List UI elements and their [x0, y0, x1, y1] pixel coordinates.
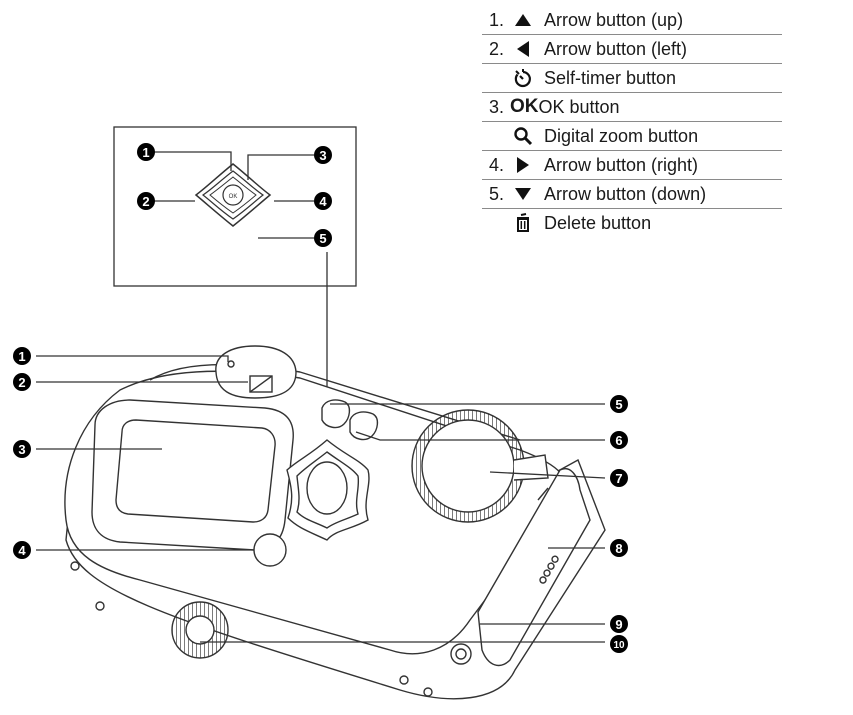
inset-ok-label: OK: [229, 194, 238, 200]
inset-callout-2: 2: [137, 192, 155, 210]
callout-number: 2: [18, 375, 25, 390]
legend-label: Arrow button (up): [544, 9, 684, 30]
legend-row-delete: Delete button: [482, 209, 782, 237]
legend-number: 3.: [488, 96, 504, 117]
legend-row-left: 2. Arrow button (left): [482, 35, 782, 64]
callout-number: 9: [615, 617, 622, 632]
down-triangle-icon: [510, 187, 536, 201]
camera-callout-3: 3: [13, 440, 31, 458]
legend-label: Arrow button (right): [544, 154, 699, 175]
camera-leader-lines: [36, 355, 606, 643]
legend-row-up: 1. Arrow button (up): [482, 6, 782, 35]
self-timer-icon: [510, 68, 536, 88]
callout-number: 8: [615, 541, 622, 556]
callout-number: 1: [18, 349, 25, 364]
button-legend: 1. Arrow button (up) 2. Arrow button (le…: [482, 6, 782, 237]
callout-number: 3: [319, 148, 326, 163]
inset-callout-3: 3: [314, 146, 332, 164]
trash-icon: [510, 213, 536, 233]
legend-number: 4.: [488, 154, 504, 175]
legend-number: 5.: [488, 183, 504, 204]
camera-callout-10: 10: [610, 635, 628, 653]
up-triangle-icon: [510, 13, 536, 27]
callout-number: 2: [142, 194, 149, 209]
callout-number: 7: [615, 471, 622, 486]
legend-row-ok: 3. OK OK button: [482, 93, 782, 122]
camera-callout-2: 2: [13, 373, 31, 391]
magnifier-icon: [510, 126, 536, 146]
legend-row-down: 5. Arrow button (down): [482, 180, 782, 209]
left-triangle-icon: [510, 40, 536, 58]
callout-number: 10: [613, 640, 625, 651]
legend-label: Digital zoom button: [544, 125, 699, 146]
camera-callout-1: 1: [13, 347, 31, 365]
callout-badges: 1 2 3 4 5 OK 1 2 3 4 5 6 7 8 9 10: [13, 143, 628, 653]
legend-label: Arrow button (down): [544, 183, 707, 204]
legend-label: Delete button: [544, 212, 652, 233]
callout-number: 1: [142, 145, 149, 160]
callout-number: 6: [615, 433, 622, 448]
camera-callout-6: 6: [610, 431, 628, 449]
ok-icon: OK: [510, 96, 539, 117]
legend-label: Arrow button (left): [544, 38, 688, 59]
legend-row-self-timer: Self-timer button: [482, 64, 782, 93]
callout-number: 4: [319, 194, 327, 209]
legend-label: Self-timer button: [544, 67, 677, 88]
camera-callout-8: 8: [610, 539, 628, 557]
inset-callout-5: 5: [314, 229, 332, 247]
legend-label: OK button: [538, 96, 620, 117]
camera-callout-7: 7: [610, 469, 628, 487]
camera-callout-4: 4: [13, 541, 31, 559]
right-triangle-icon: [510, 156, 536, 174]
legend-number: 2.: [488, 38, 504, 59]
callout-number: 4: [18, 543, 26, 558]
legend-row-right: 4. Arrow button (right): [482, 151, 782, 180]
inset-callout-4: 4: [314, 192, 332, 210]
camera-callout-9: 9: [610, 615, 628, 633]
callout-number: 3: [18, 442, 25, 457]
legend-row-zoom: Digital zoom button: [482, 122, 782, 151]
camera-callout-5: 5: [610, 395, 628, 413]
legend-number: 1.: [488, 9, 504, 30]
callout-number: 5: [615, 397, 622, 412]
inset-dpad: [194, 163, 272, 227]
inset-callout-1: 1: [137, 143, 155, 161]
callout-number: 5: [319, 231, 326, 246]
camera-body: [64, 345, 606, 700]
